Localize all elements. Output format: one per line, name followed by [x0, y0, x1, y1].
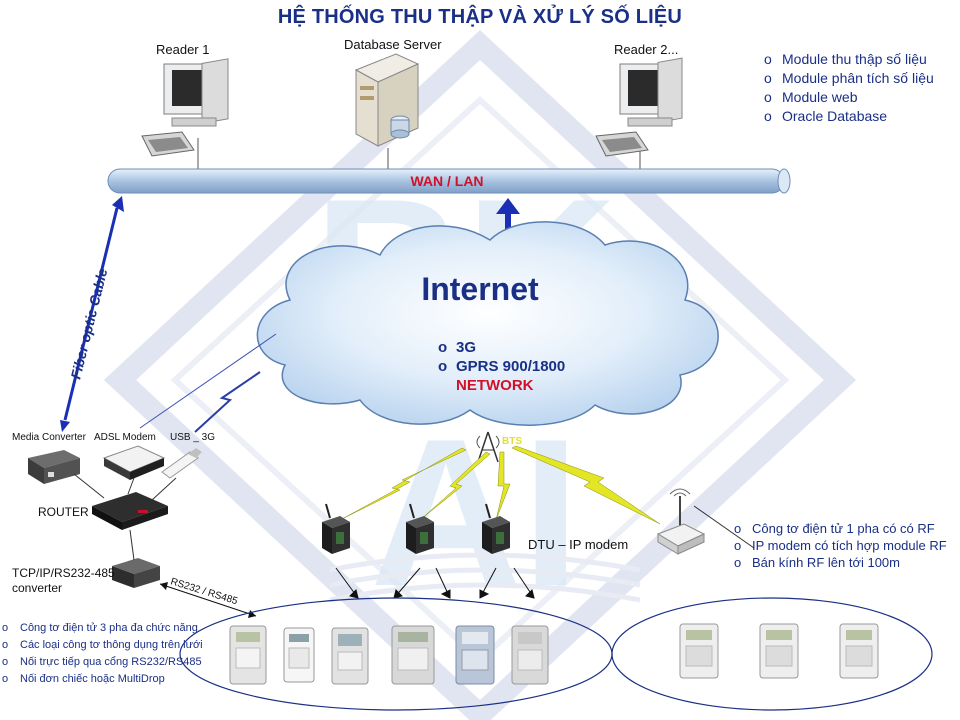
dtu-modem-icon-2[interactable]: [406, 503, 434, 554]
network-list: 3G GPRS 900/1800 NETWORK: [436, 338, 565, 395]
usb-3g-label: USB _ 3G: [170, 432, 216, 443]
database-server-label: Database Server: [344, 37, 442, 52]
rf-note-item: Bán kính RF lên tới 100m: [732, 554, 947, 571]
router-icon[interactable]: [92, 492, 168, 530]
converter-icon[interactable]: [112, 558, 160, 588]
reader1-label: Reader 1: [156, 42, 210, 57]
rf-meters-group: [611, 597, 933, 711]
reader2-computer-icon[interactable]: [595, 57, 683, 157]
rf-meter-icon-1: [679, 623, 719, 679]
rf-meter-icon-2: [759, 623, 799, 679]
router-label: ROUTER: [38, 505, 89, 519]
database-server-icon[interactable]: [354, 53, 420, 147]
meter-icon-3: [331, 627, 369, 685]
dtu-meter-arrows: [335, 567, 535, 599]
adsl-modem-icon[interactable]: [102, 445, 166, 480]
usb3g-wireless-link: [194, 371, 261, 433]
meter-note-item: Nối trực tiếp qua cổng RS232/RS485: [0, 654, 203, 671]
dtu-modem-icon-1[interactable]: [322, 503, 350, 554]
rf-note-item: Công tơ điện tử 1 pha có có RF: [732, 520, 947, 537]
page-title: HỆ THỐNG THU THẬP VÀ XỬ LÝ SỐ LIỆU: [277, 6, 683, 28]
module-item: Oracle Database: [762, 107, 934, 126]
bts-label: BTS: [502, 436, 522, 447]
reader1-computer-icon[interactable]: [141, 58, 229, 157]
module-list: Module thu thập số liệu Module phân tích…: [762, 50, 934, 126]
adsl-modem-label: ADSL Modem: [94, 432, 156, 443]
meter-icon-2: [283, 627, 315, 683]
bts-tower-icon: [476, 431, 500, 463]
usb-router-link: [151, 477, 177, 501]
meter-icon-1: [229, 625, 267, 685]
converter-label-line2: converter: [12, 581, 63, 595]
module-item: Module web: [762, 88, 934, 107]
fiber-optic-label: Fiber optic Cable: [67, 266, 110, 380]
adsl-link: [139, 333, 277, 429]
meter-icon-6: [511, 625, 549, 685]
module-item: Module phân tích số liệu: [762, 69, 934, 88]
rf-meter-icon-3: [839, 623, 879, 679]
adsl-router-link: [127, 477, 135, 495]
media-converter-icon[interactable]: [28, 450, 80, 484]
reader2-label: Reader 2...: [614, 42, 679, 57]
media-converter-label: Media Converter: [12, 432, 86, 443]
internet-title: Internet: [421, 271, 539, 307]
usb-3g-icon[interactable]: [161, 448, 202, 479]
dtu-label: DTU – IP modem: [528, 537, 629, 552]
fiber-optic-arrow: [60, 196, 124, 432]
router-converter-link: [129, 529, 135, 561]
rf-notes-list: Công tơ điện tử 1 pha có có RF IP modem …: [732, 520, 947, 571]
meter-icon-5: [455, 625, 495, 685]
svg-text:AI: AI: [370, 395, 580, 630]
converter-label-line1: TCP/IP/RS232-485: [12, 566, 115, 580]
dtu-modem-icon-3[interactable]: [482, 503, 510, 554]
meter-note-item: Nối đơn chiếc hoặc MultiDrop: [0, 671, 203, 688]
rf-note-item: IP modem có tích hợp module RF: [732, 537, 947, 554]
meter-icon-4: [391, 625, 435, 685]
rs485-arrow: [159, 582, 257, 618]
network-label: NETWORK: [456, 377, 534, 394]
internet-cloud: [256, 221, 719, 426]
wan-lan-label: WAN / LAN: [410, 173, 483, 189]
converter-label: TCP/IP/RS232-485 converter: [12, 566, 115, 596]
network-item-gprs: GPRS 900/1800: [436, 357, 565, 376]
rf-ip-modem-icon[interactable]: [656, 488, 706, 555]
mc-router-link: [73, 473, 105, 499]
meter-note-item: Các loại công tơ thông dụng trên lưới: [0, 637, 203, 654]
meter-note-item: Công tơ điện tử 3 pha đa chức năng: [0, 620, 203, 637]
meter-notes-list: Công tơ điện tử 3 pha đa chức năng Các l…: [0, 620, 203, 688]
network-item-3g: 3G: [436, 338, 565, 357]
wan-lan-bus: [107, 168, 791, 194]
rs-label: RS232 / RS485: [169, 576, 239, 607]
module-item: Module thu thập số liệu: [762, 50, 934, 69]
wireless-links: [339, 445, 661, 525]
